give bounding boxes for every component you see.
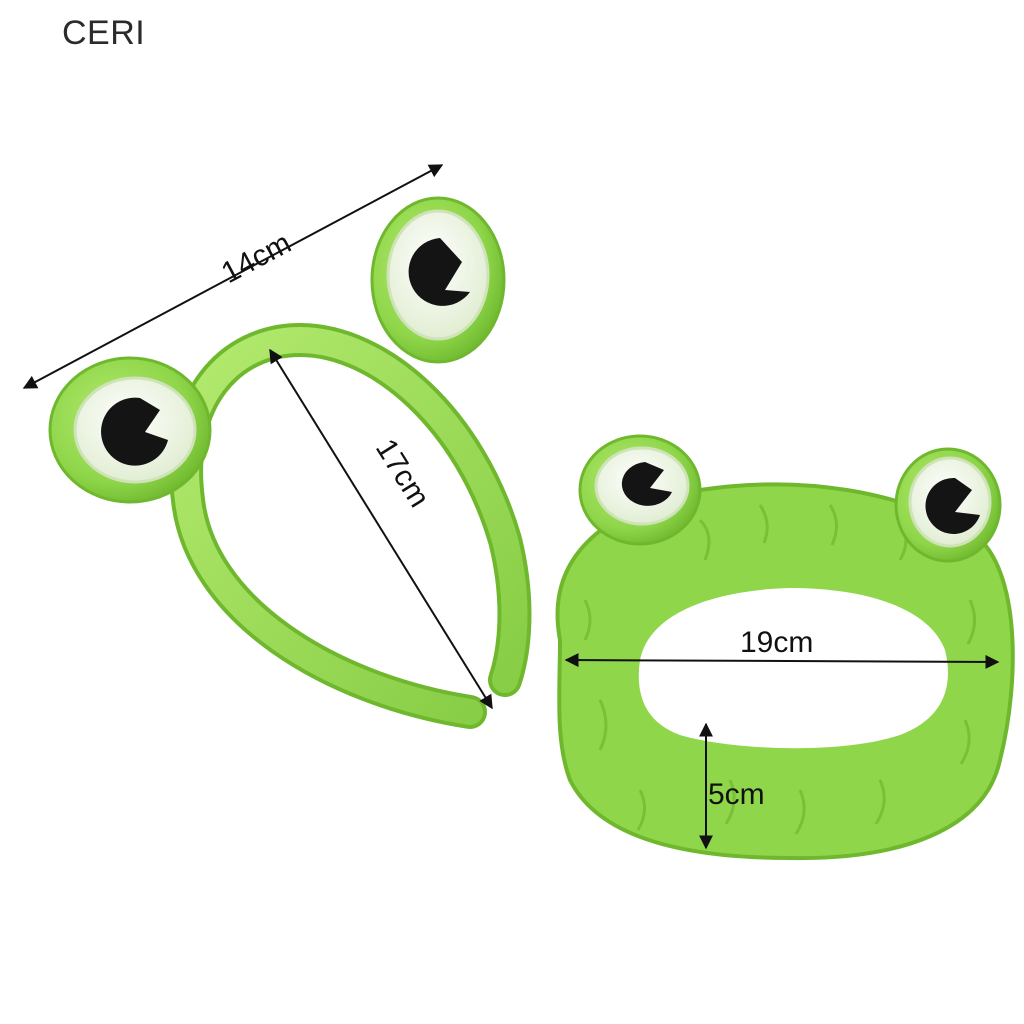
dimension-label: 19cm (740, 626, 813, 659)
dimension-label: 17cm (369, 433, 436, 513)
dimension-scrunchie-height: 5cm (699, 722, 765, 850)
dimension-label: 14cm (216, 226, 296, 290)
headband-left-eye (48, 356, 212, 504)
dimension-scrunchie-width: 19cm (564, 626, 1000, 669)
scrunchie-left-eye (578, 434, 702, 546)
scrunchie-right-eye (894, 447, 1002, 563)
dimension-label: 5cm (708, 778, 765, 811)
frog-headband (48, 196, 532, 729)
pupil-icon (925, 477, 980, 534)
pupil-icon (621, 462, 672, 506)
pupil-icon (101, 397, 168, 466)
frog-scrunchie (555, 434, 1015, 861)
headband-right-eye (370, 196, 506, 364)
brand-logo-text: CERI (62, 14, 146, 52)
headband-band (169, 322, 532, 729)
